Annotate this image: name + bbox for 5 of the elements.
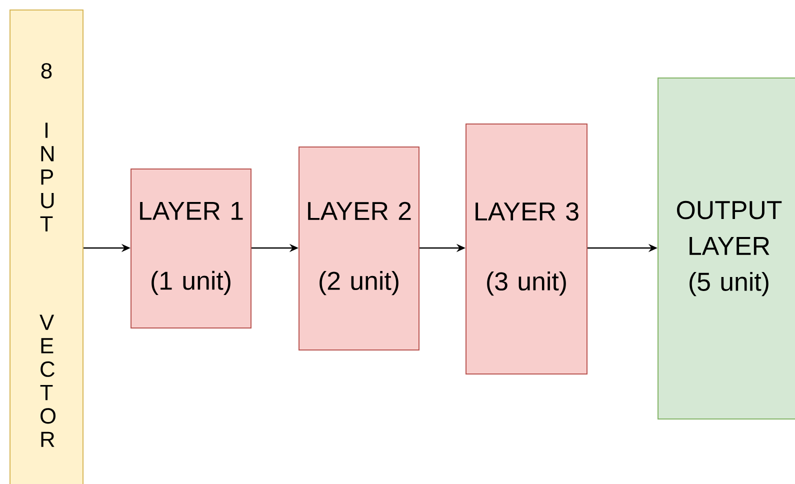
layer-box: LAYER 3 (3 unit) bbox=[466, 124, 588, 374]
layer-box: LAYER 2 (2 unit) bbox=[298, 146, 420, 350]
input-bar: 8 I N P U T V E C T O R bbox=[10, 10, 84, 484]
layer-box: LAYER 1 (1 unit) bbox=[130, 168, 252, 328]
output-layer-box: OUTPUT LAYER (5 unit) bbox=[658, 78, 795, 420]
